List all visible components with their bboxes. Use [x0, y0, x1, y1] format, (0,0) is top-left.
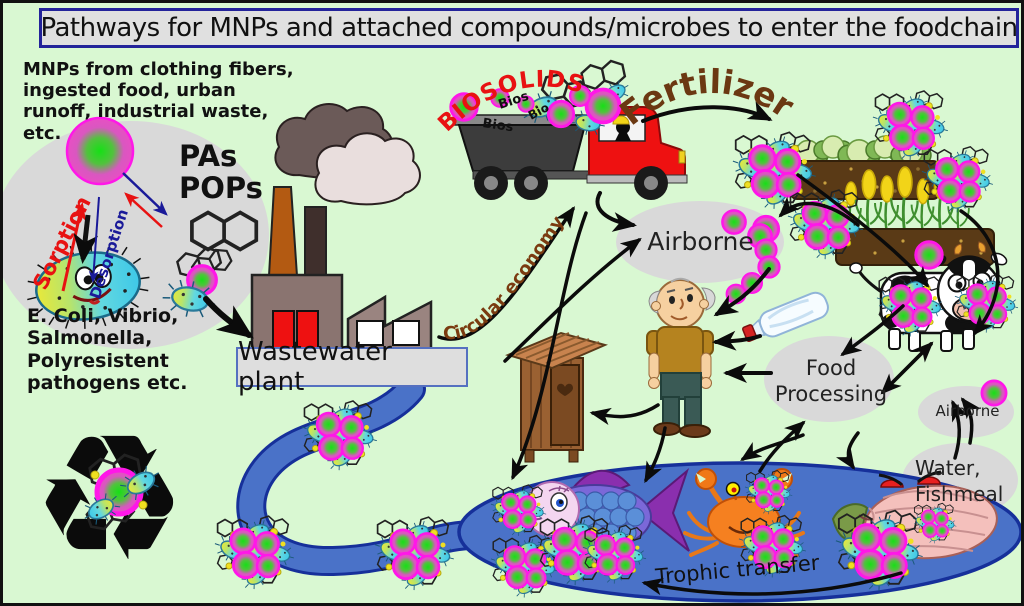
sources-line: etc.	[23, 122, 62, 144]
compounds-line: POPs	[179, 170, 263, 205]
food-processing-label: Food Processing	[769, 355, 893, 408]
food-processing-line: Processing	[774, 382, 888, 407]
flow-arrows	[203, 101, 1000, 596]
sources-line: MNPs from clothing fibers,	[23, 59, 294, 80]
crops-illustration	[787, 135, 995, 266]
fertilizer-label: Fertilizer	[612, 62, 801, 133]
sources-line: ingested food, urban	[23, 80, 236, 102]
sorption-desorption-arrows	[61, 172, 168, 292]
diagram-artwork: ♻	[3, 57, 1021, 603]
pathogens-line: E. Coli, Vibrio,	[27, 305, 179, 327]
airborne-label-cow: Airborne	[935, 402, 1000, 420]
water-fishmeal-label: Water, Fishmeal	[915, 455, 1019, 507]
pathogens-line: Polyresistent	[27, 349, 169, 372]
water-fishmeal-line: Fishmeal	[915, 482, 1004, 506]
compounds-line: PAs	[179, 139, 238, 173]
pathogens-line: Salmonella,	[27, 327, 153, 350]
airborne-label-truck: Airborne	[647, 227, 754, 256]
food-processing-line: Food	[805, 356, 857, 380]
pathogens-text: E. Coli, Vibrio, Salmonella, Polyresiste…	[27, 305, 247, 395]
person-illustration	[646, 277, 716, 438]
biosolids-small-2: Bios	[481, 116, 514, 135]
mnp-sources-text: MNPs from clothing fibers, ingested food…	[23, 59, 323, 144]
driver-silhouette	[615, 120, 631, 141]
mnp-particle-icon	[65, 116, 135, 186]
sources-line: runoff, industrial waste,	[23, 101, 269, 123]
smoke-cloud-light	[314, 132, 421, 206]
biosolids-truck-illustration	[449, 57, 688, 200]
diagram-title: Pathways for MNPs and attached compounds…	[39, 8, 1019, 48]
pathogens-line: pathogens etc.	[27, 372, 188, 395]
wastewater-plant-label: Wastewater plant	[236, 337, 468, 397]
wastewater-factory-illustration	[250, 103, 433, 357]
recycling-composite	[77, 451, 167, 535]
water-fishmeal-line: Water,	[915, 456, 981, 480]
driver-helmet	[612, 115, 630, 125]
compounds-label: PAs POPs	[179, 139, 289, 205]
outhouse-illustration	[505, 331, 609, 463]
circular-economy-label: Circular economy	[443, 212, 569, 344]
